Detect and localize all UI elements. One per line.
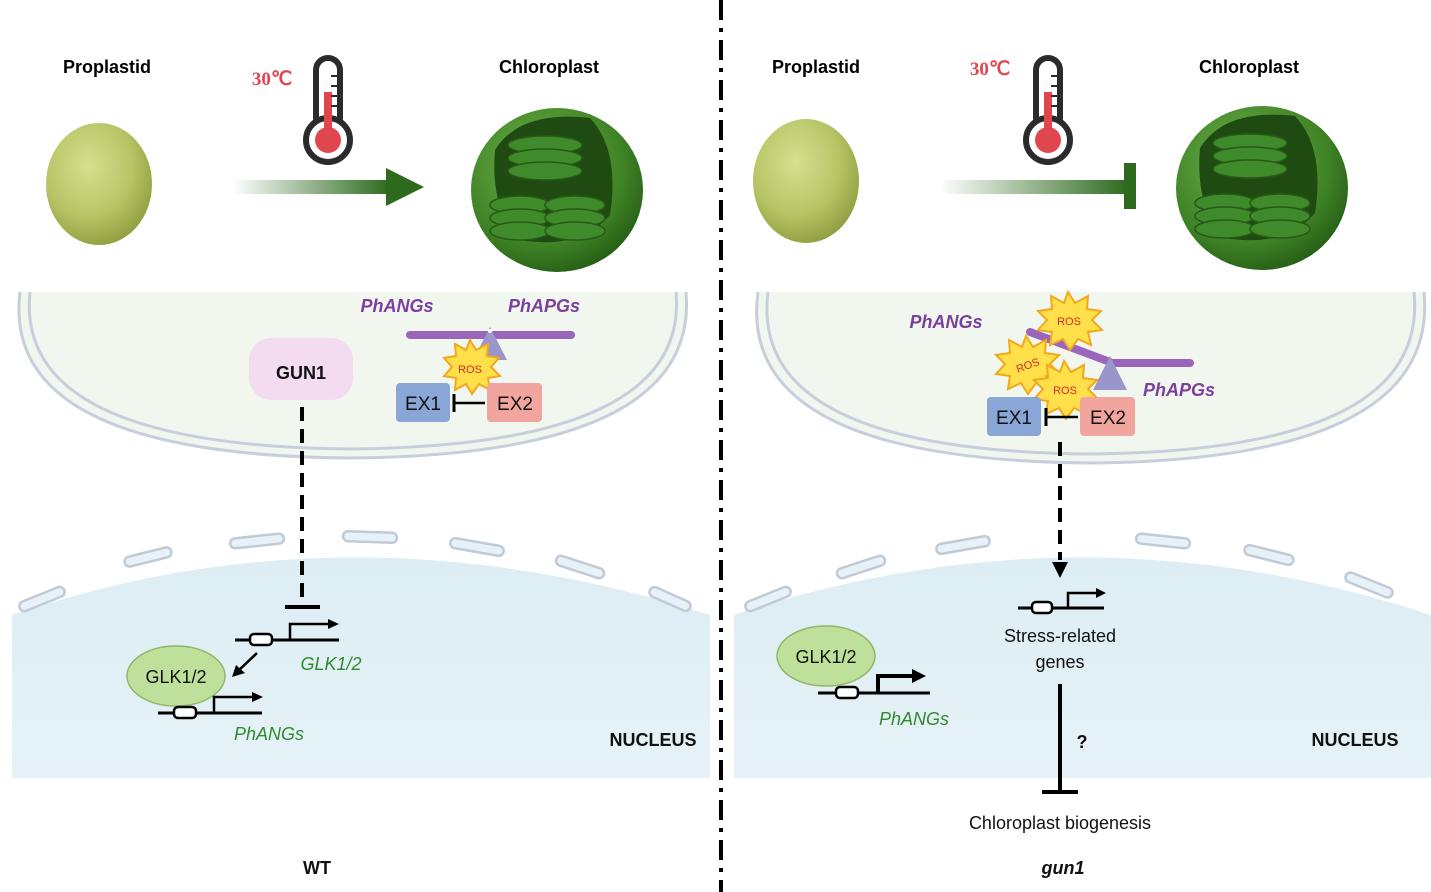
wt-panel: Proplastid 30℃ Chloroplast — [12, 55, 710, 878]
gun1-ex1-label: EX1 — [996, 408, 1032, 429]
gun1-ex2-box — [1080, 397, 1135, 436]
gun1-blocked-development-arrow — [940, 163, 1136, 209]
gun1-chloroplast-image — [1176, 106, 1348, 270]
wt-genotype-label: WT — [303, 858, 331, 878]
wt-nucleus-label: NUCLEUS — [609, 730, 696, 750]
wt-development-arrow — [232, 168, 424, 206]
gun1-phangs-gene-diagram — [818, 669, 930, 700]
wt-chloroplast-label: Chloroplast — [499, 57, 599, 77]
gun1-ex2-label: EX2 — [1090, 408, 1126, 429]
wt-phangs-label: PhANGs — [360, 296, 433, 316]
gun1-chloroplast-compartment — [755, 291, 1427, 465]
gun1-phangs-gene-label: PhANGs — [879, 709, 949, 729]
gun1-panel: Proplastid 30℃ Chloroplast — [734, 55, 1431, 878]
gun1-glk-protein — [776, 625, 876, 687]
gun1-stress-genes-label-line1: Stress-related — [1004, 626, 1116, 646]
wt-glk-gene-diagram — [235, 619, 339, 647]
gun1-ex-signal-arrow — [1052, 442, 1068, 578]
wt-temperature-label: 30℃ — [252, 69, 292, 90]
wt-gun1-box — [249, 338, 353, 400]
wt-ros-burst: ROS — [442, 337, 503, 396]
gun1-ros-label-top: ROS — [1057, 316, 1081, 328]
gun1-phangs-label: PhANGs — [909, 312, 982, 332]
wt-ex2-label: EX2 — [497, 394, 533, 415]
gun1-phapgs-label: PhAPGs — [1143, 380, 1215, 400]
wt-gun1-inhibition-line — [285, 407, 320, 609]
wt-ex1-box — [396, 383, 450, 422]
gun1-chloroplast-label: Chloroplast — [1199, 57, 1299, 77]
gun1-unknown-mechanism-label: ? — [1077, 732, 1088, 752]
wt-nucleus — [12, 529, 710, 778]
gun1-proplastid-label: Proplastid — [772, 57, 860, 77]
gun1-temperature-label: 30℃ — [970, 59, 1010, 80]
wt-thermometer-icon — [303, 55, 353, 165]
gun1-ros-burst-top: ROS — [1035, 289, 1105, 352]
wt-ros-label: ROS — [458, 364, 482, 376]
gun1-thermometer-icon — [1023, 55, 1073, 165]
gun1-biogenesis-label: Chloroplast biogenesis — [969, 813, 1151, 833]
gun1-nucleus — [734, 532, 1431, 778]
wt-ex2-inhibits-ex1 — [452, 394, 485, 412]
wt-ex2-box — [487, 383, 542, 422]
gun1-genotype-label: gun1 — [1041, 858, 1085, 878]
wt-phapgs-label: PhAPGs — [508, 296, 580, 316]
gun1-stress-gene-diagram — [1018, 588, 1106, 615]
gun1-ex1-box — [987, 397, 1041, 436]
gun1-nucleus-label: NUCLEUS — [1311, 730, 1398, 750]
wt-proplastid-image — [46, 123, 152, 245]
gun1-ex2-inhibits-ex1 — [1044, 408, 1078, 426]
wt-glk-protein — [126, 645, 226, 707]
gun1-ros-label-right: ROS — [1053, 385, 1077, 397]
wt-proplastid-label: Proplastid — [63, 57, 151, 77]
gun1-biogenesis-inhibition — [1042, 684, 1078, 794]
gun1-stress-genes-label-line2: genes — [1035, 652, 1084, 672]
wt-chloroplast-image — [471, 108, 643, 272]
wt-phangs-gene-label: PhANGs — [234, 724, 304, 744]
wt-glk-gene-label: GLK1/2 — [300, 654, 361, 674]
wt-ex1-label: EX1 — [405, 394, 441, 415]
wt-gun1-label: GUN1 — [276, 363, 326, 383]
gun1-proplastid-image — [753, 119, 859, 243]
wt-glk-translation-arrow — [232, 652, 258, 677]
wt-phangs-gene-diagram — [158, 692, 263, 720]
wt-glk-protein-label: GLK1/2 — [145, 667, 206, 687]
gun1-glk-protein-label: GLK1/2 — [795, 647, 856, 667]
